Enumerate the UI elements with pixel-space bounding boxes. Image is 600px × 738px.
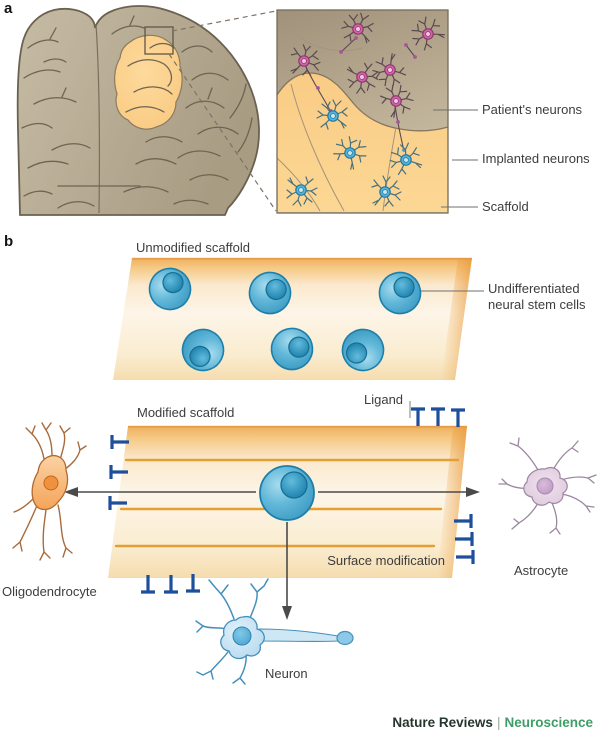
inset-frame xyxy=(276,9,449,214)
neuron-cell xyxy=(195,578,354,685)
astrocyte-cell xyxy=(498,437,597,535)
stem-cells-label: Undifferentiated neural stem cells xyxy=(488,281,586,312)
ligand-label: Ligand xyxy=(364,392,404,407)
neuron-axon xyxy=(258,628,339,642)
inset-pointer-lines xyxy=(433,109,478,208)
panel-a-label: a xyxy=(4,0,13,17)
brain-illustration xyxy=(16,5,277,216)
ligand-markers xyxy=(409,407,467,429)
lesion-region xyxy=(114,34,183,130)
surface-marker-icon xyxy=(454,548,475,566)
zoom-rectangle xyxy=(144,26,174,55)
zoom-connector-lines xyxy=(168,10,277,212)
ligand-marker-icon xyxy=(449,408,467,429)
unmodified-scaffold-edge-shade xyxy=(441,258,472,380)
longitudinal-fissure xyxy=(95,23,100,214)
oligodendrocyte-label: Oligodendrocyte xyxy=(2,584,97,599)
brain-sulci xyxy=(21,15,253,209)
implanted-neurons-label: Implanted neurons xyxy=(482,151,590,166)
inset-panel xyxy=(276,9,478,214)
surface-modification-label: Surface modification xyxy=(327,553,445,568)
footer-separator: | xyxy=(496,715,501,730)
central-stem-cell xyxy=(259,465,315,521)
journal-footer: Nature Reviews|Neuroscience xyxy=(392,715,593,730)
modified-scaffold-title: Modified scaffold xyxy=(137,405,235,420)
differentiation-arrows xyxy=(64,487,480,620)
ligand-marker-icon xyxy=(409,407,427,428)
neuron-growth-cone xyxy=(336,630,354,646)
neuron-label: Neuron xyxy=(265,666,308,681)
modified-scaffold-edge-shade xyxy=(437,426,467,578)
patients-neurons-label: Patient's neurons xyxy=(482,102,583,117)
journal-name: Nature Reviews xyxy=(392,715,493,730)
scaffold-fibers xyxy=(276,37,397,212)
ligand-marker-icon xyxy=(429,407,447,428)
scaffold-label: Scaffold xyxy=(482,199,529,214)
astrocyte-label: Astrocyte xyxy=(514,563,569,578)
unmodified-scaffold xyxy=(113,257,484,380)
modified-scaffold xyxy=(64,401,480,620)
journal-section: Neuroscience xyxy=(504,715,593,730)
surface-modification-markers-right xyxy=(452,512,475,566)
oligodendrocyte-cell xyxy=(12,422,87,561)
surface-marker-icon xyxy=(453,530,474,548)
unmodified-scaffold-title: Unmodified scaffold xyxy=(136,240,250,255)
inset-scaffold-region xyxy=(277,72,448,212)
panel-b-label: b xyxy=(4,233,14,250)
